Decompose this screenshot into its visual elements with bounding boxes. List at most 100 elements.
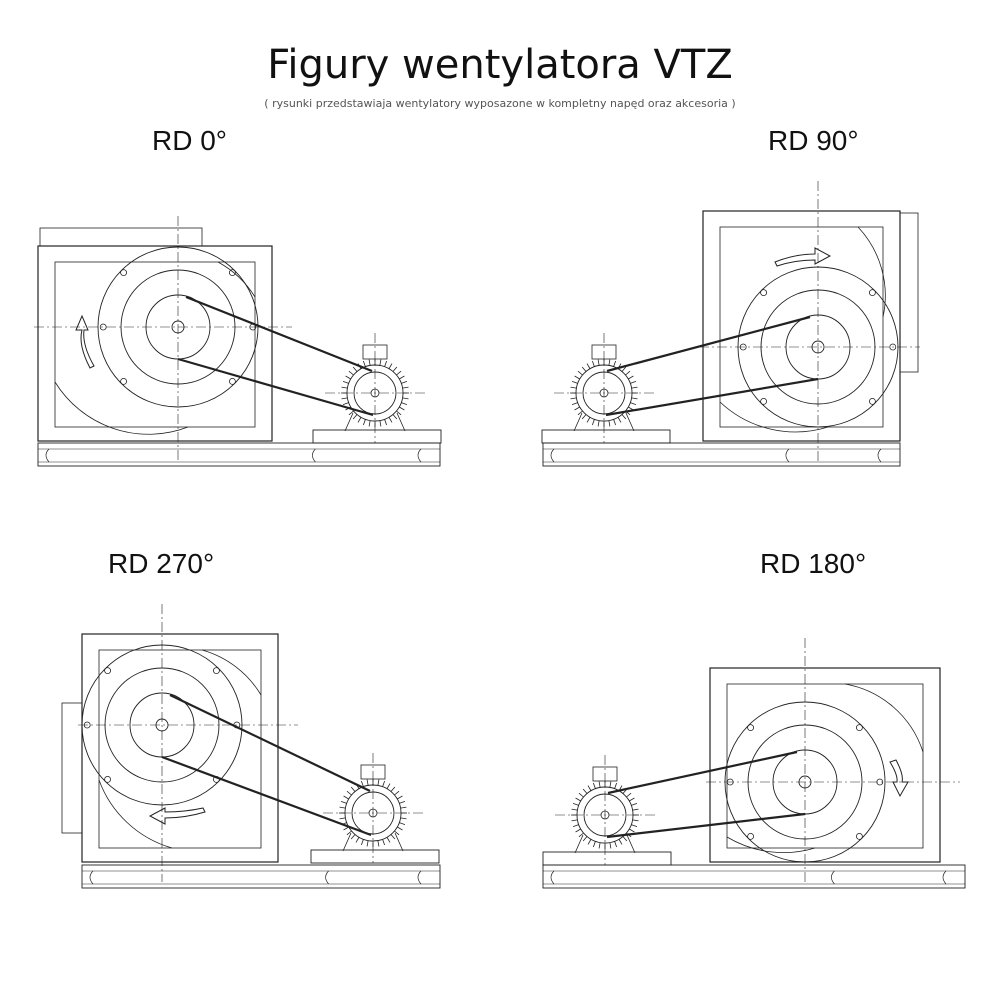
motor-fin xyxy=(629,797,635,802)
motor-fin xyxy=(591,419,595,426)
motor-fin xyxy=(384,360,388,367)
motor-fin xyxy=(575,828,581,833)
motor-fin xyxy=(399,822,406,826)
motor-fin xyxy=(598,781,601,788)
motor-fin xyxy=(394,790,400,796)
motor-fin xyxy=(386,837,391,843)
base-frame xyxy=(542,864,966,889)
motor-fin xyxy=(582,836,588,842)
scroll-arc xyxy=(54,381,189,435)
base-slot xyxy=(550,870,555,885)
bolt xyxy=(104,776,111,783)
belt xyxy=(606,812,806,839)
motor-fin xyxy=(630,380,637,384)
motor-fin xyxy=(368,420,371,427)
motor-fin xyxy=(586,363,591,369)
motor-fin xyxy=(399,406,405,411)
motor-fin xyxy=(626,792,632,798)
bolt xyxy=(760,289,767,297)
motor-fin xyxy=(355,783,360,789)
motor-fin xyxy=(388,417,393,423)
motor-fin xyxy=(570,386,577,389)
motor-fin xyxy=(401,380,408,384)
bolt xyxy=(228,377,236,385)
bolt xyxy=(747,724,754,731)
base-slot xyxy=(831,870,835,885)
bolt xyxy=(228,269,236,277)
base-slot xyxy=(45,448,50,463)
inlet-box xyxy=(899,212,919,373)
motor-fin xyxy=(382,780,386,787)
bolt xyxy=(856,724,863,731)
motor-fin xyxy=(631,802,638,806)
motor-feet xyxy=(574,834,636,854)
motor-fin xyxy=(346,790,352,796)
motor xyxy=(323,753,423,863)
motor-fin xyxy=(630,402,637,406)
motor-fin xyxy=(399,800,406,804)
scroll-arc xyxy=(98,779,173,849)
motor-fin xyxy=(392,414,398,420)
motor-fin xyxy=(587,839,592,845)
motor-fin xyxy=(366,779,369,786)
base-frame xyxy=(81,864,441,889)
motor-fin xyxy=(578,832,584,838)
motor-fin xyxy=(342,380,349,384)
motor-fin xyxy=(388,363,393,369)
motor-fin xyxy=(401,402,408,406)
motor-fin xyxy=(352,366,358,372)
motor xyxy=(325,333,425,443)
motor-feet xyxy=(344,412,406,432)
housing-inner-frame xyxy=(98,649,262,849)
bolt xyxy=(869,289,876,297)
motor-fin xyxy=(368,359,371,366)
motor-fin xyxy=(571,819,578,822)
motor-fin xyxy=(574,375,580,380)
housing-inner-frame xyxy=(726,683,924,849)
motor-fin xyxy=(379,420,382,427)
bolt xyxy=(869,397,876,405)
motor-fin xyxy=(608,420,611,427)
scroll-arc xyxy=(217,261,256,298)
motor-fin xyxy=(397,795,403,800)
motor-fin xyxy=(348,370,354,376)
scroll-arc xyxy=(719,401,829,433)
motor-fin xyxy=(628,375,634,380)
bolt xyxy=(856,833,863,840)
motor-fin xyxy=(572,824,579,828)
motor-fin xyxy=(626,832,632,838)
motor-fin xyxy=(397,826,403,831)
base-slot xyxy=(417,448,422,463)
base-frame xyxy=(542,442,901,467)
base-slot xyxy=(877,448,882,463)
page-title: Figury wentylatora VTZ xyxy=(267,42,733,88)
motor-fin xyxy=(592,841,596,848)
motor-fin xyxy=(400,817,407,820)
motor-fin xyxy=(357,363,362,369)
motor-feet xyxy=(573,412,635,432)
motor-fin xyxy=(617,363,622,369)
motor-fin xyxy=(352,414,358,420)
motor-fin xyxy=(622,788,628,794)
base-slot xyxy=(312,448,316,463)
inlet-box xyxy=(39,227,203,247)
motor-base xyxy=(310,849,440,864)
bolt xyxy=(889,343,897,351)
belt xyxy=(607,750,798,795)
belt xyxy=(177,357,374,417)
bolt xyxy=(760,397,767,405)
base-slot xyxy=(417,870,422,885)
motor-fin xyxy=(631,824,638,828)
motor-fin xyxy=(598,842,601,849)
motor-fin xyxy=(571,808,578,811)
motor-fin xyxy=(342,402,349,406)
figure-rd270 xyxy=(61,604,441,889)
motor-fin xyxy=(382,839,386,846)
bolt xyxy=(120,269,127,277)
bolt xyxy=(120,377,127,385)
motor-fin xyxy=(578,792,584,798)
belt xyxy=(605,377,819,417)
motor-fin xyxy=(574,406,580,411)
motor-fin xyxy=(396,410,402,416)
